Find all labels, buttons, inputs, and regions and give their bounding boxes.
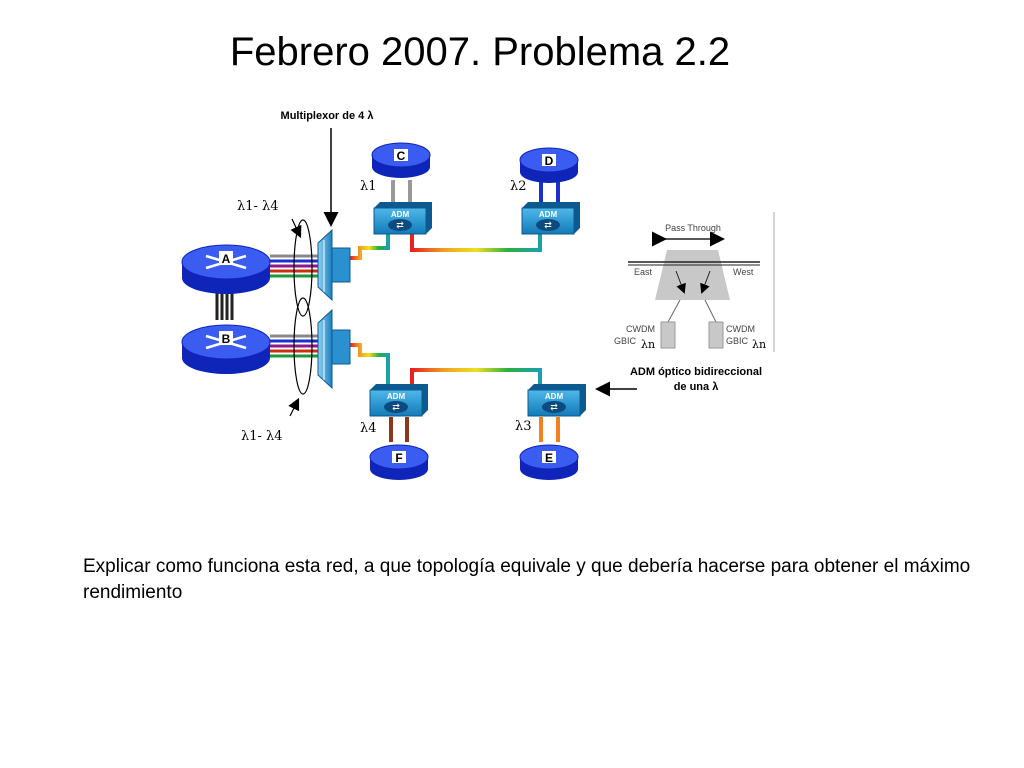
lambda-c: λ1: [360, 179, 377, 194]
multiplexer-bottom: [317, 308, 351, 390]
inset-cwdm-right: CWDM: [726, 324, 755, 334]
adm-c-label: ADM: [391, 210, 410, 219]
router-ab-links: [215, 292, 234, 320]
adm-d-label: ADM: [539, 210, 558, 219]
router-c-label: C: [397, 149, 406, 163]
adm-f-arrows-icon: ⇄: [392, 402, 400, 412]
inset-gbic-left: GBIC: [614, 336, 637, 346]
router-b: B: [181, 324, 271, 374]
adm-caption-line2: de una λ: [674, 381, 719, 393]
drop-e: [539, 417, 560, 442]
lambda-d: λ2: [510, 179, 527, 194]
bundle-ellipse-bottom: [293, 297, 313, 395]
adm-e-arrows-icon: ⇄: [550, 402, 558, 412]
inset-lambda-left: λn: [641, 338, 655, 351]
inset-gbic-right: GBIC: [726, 336, 749, 346]
inset-pass-through: Pass Through East West CWDM GBIC λn CWDM…: [614, 212, 775, 352]
router-c: C: [371, 142, 431, 178]
router-a-label: A: [222, 252, 231, 266]
bundle-ellipse-top: [293, 219, 313, 317]
adm-d: ADM ⇄: [521, 202, 580, 235]
lambda-f: λ4: [360, 421, 377, 436]
inset-cwdm-left: CWDM: [626, 324, 655, 334]
slide-title: Febrero 2007. Problema 2.2: [229, 30, 731, 74]
router-d: D: [519, 147, 579, 183]
adm-e: ADM ⇄: [527, 384, 586, 417]
router-b-label: B: [222, 332, 231, 346]
lambda-range-bottom: λ1- λ4: [241, 429, 283, 444]
mux-label: Multiplexor de 4 λ: [281, 110, 374, 122]
drop-d: [539, 180, 560, 202]
router-f-label: F: [395, 451, 402, 465]
router-e-label: E: [545, 451, 553, 465]
lambda-range-top: λ1- λ4: [237, 199, 279, 214]
adm-c: ADM ⇄: [373, 202, 432, 235]
router-a: A: [181, 244, 271, 294]
router-f: F: [369, 444, 429, 480]
lambda-arrow-top: [290, 218, 302, 239]
router-d-label: D: [545, 154, 554, 168]
optical-ring: [350, 232, 560, 386]
router-e: E: [519, 444, 579, 480]
adm-e-label: ADM: [545, 392, 564, 401]
drop-c: [391, 180, 412, 202]
adm-c-arrows-icon: ⇄: [396, 220, 404, 230]
slide-description: Explicar como funciona esta red, a que t…: [83, 556, 971, 603]
lambda-arrow-bottom: [288, 397, 300, 417]
adm-d-arrows-icon: ⇄: [544, 220, 552, 230]
inset-west-label: West: [733, 267, 754, 277]
adm-f: ADM ⇄: [369, 384, 428, 417]
multiplexer-top: [317, 228, 351, 302]
drop-f: [389, 417, 409, 442]
adm-f-label: ADM: [387, 392, 406, 401]
inset-pass-through-label: Pass Through: [665, 223, 721, 233]
inset-east-label: East: [634, 267, 653, 277]
inset-lambda-right: λn: [752, 338, 766, 351]
lambda-e: λ3: [515, 419, 532, 434]
adm-caption-line1: ADM óptico bidireccional: [630, 366, 762, 378]
